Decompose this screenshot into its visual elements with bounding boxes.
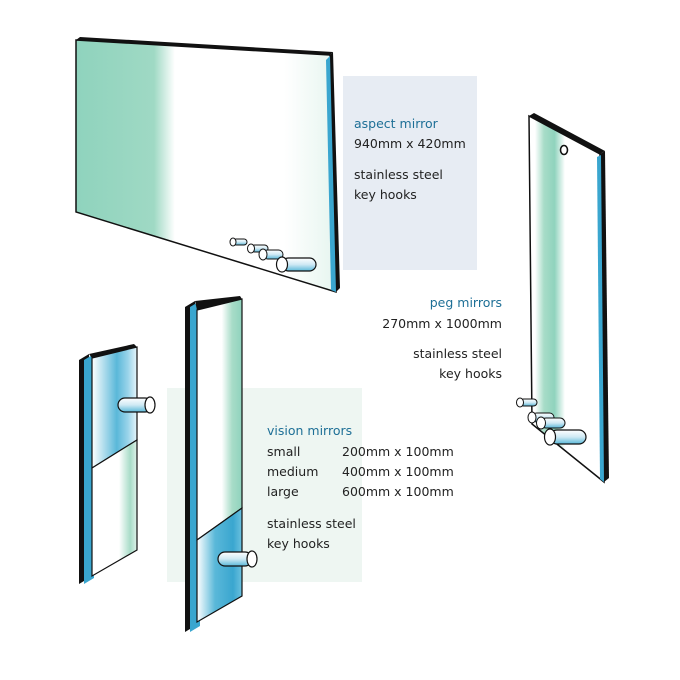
vision-mirrors-material-line2: key hooks: [267, 536, 330, 551]
peg-mirror-side-edge: [600, 151, 609, 482]
peg-mirror-top-edge: [529, 113, 605, 154]
vision-size-value: 200mm x 100mm: [342, 444, 454, 459]
peg-mirrors-title: peg mirrors: [429, 295, 502, 310]
large-mirror-hook: [217, 550, 258, 568]
hook-cap-icon: [536, 416, 546, 430]
small-mirror-top-edge: [89, 344, 137, 358]
large-mirror-glass-top: [196, 298, 243, 542]
vision-size-name: large: [267, 484, 299, 499]
vision-size-value: 400mm x 100mm: [342, 464, 454, 479]
peg-mirrors-material-line1: stainless steel: [413, 346, 502, 361]
hook-cap-icon: [246, 550, 258, 568]
aspect-mirror-title: aspect mirror: [354, 116, 438, 131]
vision-size-name: small: [267, 444, 301, 459]
aspect-mirror-side-edge: [330, 52, 340, 292]
vision-mirrors-material-line1: stainless steel: [267, 516, 356, 531]
aspect-mirror-size: 940mm x 420mm: [354, 136, 466, 151]
vision-size-value: 600mm x 100mm: [342, 484, 454, 499]
hook-cap-icon: [543, 428, 557, 446]
small-mirror-hook: [117, 396, 156, 414]
vision-size-name: medium: [267, 464, 319, 479]
peg-mirror: [516, 113, 609, 484]
aspect-mirror-top-edge: [76, 37, 333, 55]
vision-mirror-small: [79, 344, 156, 584]
aspect-mirror: [75, 37, 340, 294]
small-mirror-glass-bottom: [91, 438, 138, 578]
hook-cap-icon: [247, 243, 255, 254]
hook-cap-icon: [275, 256, 289, 273]
large-mirror-top-edge: [195, 296, 242, 310]
peg-mirrors-size: 270mm x 1000mm: [382, 316, 502, 331]
aspect-mirror-hooks: [229, 237, 317, 273]
hook-cap-icon: [258, 248, 268, 261]
mounting-hole-icon: [559, 144, 569, 156]
aspect-mirror-material-line2: key hooks: [354, 187, 417, 202]
peg-mirrors-material-line2: key hooks: [439, 366, 502, 381]
hook-cap-icon: [516, 397, 524, 408]
vision-mirror-large: [185, 296, 258, 632]
aspect-mirror-glass: [75, 39, 337, 294]
large-mirror-glass-bottom: [196, 506, 243, 624]
aspect-mirror-edge-highlight: [326, 56, 336, 292]
aspect-info-panel: [343, 76, 477, 270]
hook-cap-icon: [527, 411, 537, 424]
vision-mirrors-title: vision mirrors: [267, 423, 353, 438]
hook-cap-icon: [144, 396, 156, 414]
peg-mirror-hooks: [516, 397, 587, 446]
hook-cap-icon: [229, 237, 237, 247]
peg-mirror-edge-highlight: [597, 155, 604, 482]
aspect-mirror-material-line1: stainless steel: [354, 167, 443, 182]
